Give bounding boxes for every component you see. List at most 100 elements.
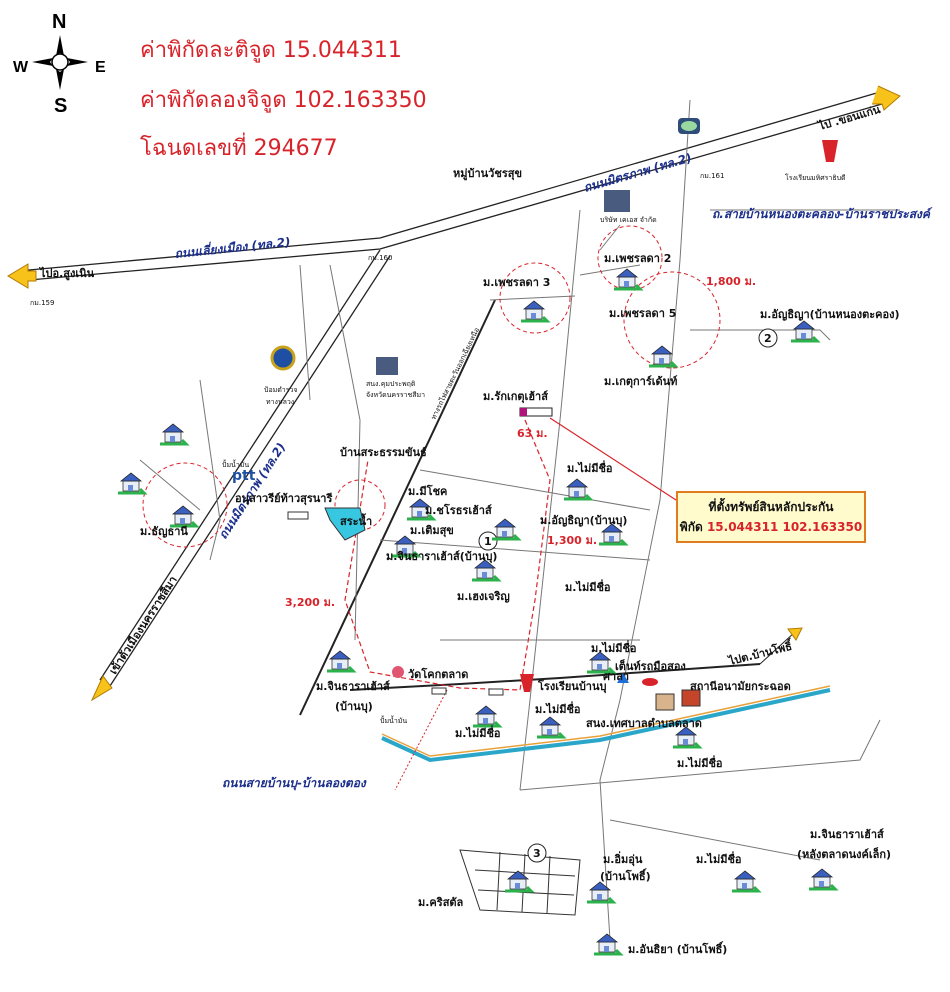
callout-title: ที่ตั้งทรัพย์สินหลักประกัน xyxy=(708,500,834,514)
railway-line xyxy=(299,299,496,716)
svg-text:1: 1 xyxy=(484,535,492,548)
school-banbu-icon xyxy=(520,674,534,692)
distance-1300: 1,300 ม. xyxy=(547,534,597,547)
label-mainame-1: ม.ไม่มีชื่อ xyxy=(567,460,613,475)
label-to-city: เข้าตัวเมืองนครราชสีมา xyxy=(107,574,180,677)
label-petchlada5: ม.เพชรลดา 5 xyxy=(609,307,676,320)
callout-coords: 15.044311 102.163350 xyxy=(706,520,863,534)
compass-n: N xyxy=(52,11,66,33)
banbu-main-road xyxy=(349,663,761,691)
bridge-icon xyxy=(287,511,309,520)
label-imun: ม.อิ่มอุ่น xyxy=(603,851,643,867)
callout-coords-row: พิกัด 15.044311 102.163350 xyxy=(678,517,864,537)
sala-icon xyxy=(617,673,629,683)
label-jinthara-banbu: ม.จินธาราเฮ้าส์(บ้านบุ) xyxy=(386,550,497,564)
label-imun-2: (บ้านโพธิ์) xyxy=(600,868,651,883)
label-mainame-3: ม.ไม่มีชื่อ xyxy=(591,640,637,655)
label-mainame-6: ม.ไม่มีชื่อ xyxy=(677,755,723,770)
label-thanyathani: ม.ธัญธานี xyxy=(140,525,188,538)
banbu-road-leader xyxy=(394,689,448,791)
tessaban-building-icon xyxy=(655,693,675,711)
km-post-161: กม.161 xyxy=(700,172,724,180)
label-school-top: โรงเรียนมหิศราธิบดี xyxy=(785,173,846,182)
highway-mittraphap-diagonal xyxy=(90,249,391,702)
road-to-banphoe xyxy=(759,631,796,665)
label-school-banbu: โรงเรียนบ้านบุ xyxy=(537,679,606,694)
distance-1800: 1,800 ม. xyxy=(706,275,756,288)
arrow-to-khonkaen-icon xyxy=(872,85,901,111)
compass-e: E xyxy=(95,59,106,76)
label-police-2: ทางหลวง xyxy=(266,398,294,406)
bridge-2-icon xyxy=(431,687,447,695)
marker-3[interactable]: 3 xyxy=(527,843,547,863)
railway-label: ทางรถไฟสายตะวันออกเฉียงเหนือ xyxy=(429,326,481,421)
compass-s: S xyxy=(54,95,67,117)
property-callout: ที่ตั้งทรัพย์สินหลักประกัน พิกัด 15.0443… xyxy=(676,491,866,543)
label-kes: บริษัท เคเอส จำกัด xyxy=(600,216,657,224)
car-icon xyxy=(642,678,658,686)
label-mainame-5: ม.ไม่มีชื่อ xyxy=(455,725,501,740)
compass-w: W xyxy=(13,59,29,76)
label-termsuk: ม.เติมสุข xyxy=(410,524,454,538)
label-hengcharoen: ม.เฮงเจริญ xyxy=(457,590,510,603)
label-jinthara-2b: (บ้านบุ) xyxy=(335,700,373,714)
property-marker[interactable] xyxy=(520,408,527,416)
label-health: สถานีอนามัยกระฉอด xyxy=(690,680,791,693)
arrow-to-city-icon xyxy=(90,675,113,702)
bridge-3-icon xyxy=(488,688,504,696)
label-sranam: สระน้ำ xyxy=(340,513,372,528)
callout-prefix: พิกัด xyxy=(679,520,703,534)
arrow-to-banphoe-icon xyxy=(787,627,803,641)
label-petchlada2: ม.เพชรลดา 2 xyxy=(604,252,671,265)
longitude-label: ค่าพิกัดลองจิจูด 102.163350 xyxy=(140,88,427,113)
label-jinthara-3b: (หลังตลาดนงค์เล็ก) xyxy=(797,847,891,861)
health-station-icon xyxy=(681,689,701,707)
ptt-logo: ptt xyxy=(232,468,256,484)
temple-icon xyxy=(392,666,404,678)
road-label-mittraphap-top: ถนนมิตรภาพ (ทล.2) xyxy=(582,151,693,195)
canal-bank xyxy=(381,685,831,757)
marker-2[interactable]: 2 xyxy=(758,328,778,348)
deed-number-label: โฉนดเลขที่ 294677 xyxy=(140,132,338,161)
label-mainame-7: ม.ไม่มีชื่อ xyxy=(696,851,742,866)
arrow-to-sungnoen-icon xyxy=(7,263,37,289)
radius-circles xyxy=(142,225,721,548)
label-rakket: ม.รักเกตุเฮ้าส์ xyxy=(483,390,548,404)
latitude-label: ค่าพิกัดละติจูด 15.044311 xyxy=(140,38,402,63)
label-tessaban: สนง.เทศบาลตำบลตลาด xyxy=(586,717,702,730)
highway-mittraphap-top xyxy=(7,85,901,289)
label-mechok: ม.มีโชค xyxy=(408,484,447,498)
label-jinthara-2: ม.จินธาราเฮ้าส์ xyxy=(316,680,390,693)
label-chairot: ม.ชโรธรเฮ้าส์ xyxy=(425,503,492,517)
label-anusawari: อนุสาวรีย์ท้าวสุรนารี xyxy=(235,492,332,506)
label-to-khonkaen: ไป .ขอนแก่น xyxy=(815,102,882,134)
label-natres: สนง.คุมประพฤติ xyxy=(366,380,416,388)
label-anchitha-banbu: ม.อัญธิญา(บ้านบุ) xyxy=(540,514,627,528)
callout-leader xyxy=(549,417,677,501)
km-post-159: กม.159 xyxy=(30,299,54,307)
label-watcharasuk: หมู่บ้านวัชรสุข xyxy=(453,167,522,181)
label-to-sungnoen: ไปอ.สูงเนิน xyxy=(38,266,95,281)
label-gas-2: ปั้มน้ำมัน xyxy=(380,714,407,725)
label-police: ป้อมตำรวจ xyxy=(264,386,298,394)
distance-3200: 3,200 ม. xyxy=(285,596,335,609)
company-building-icon xyxy=(604,190,630,212)
marker-1[interactable]: 1 xyxy=(478,531,498,551)
canal-water xyxy=(381,688,831,763)
road-label-bypass: ถนนเลี่ยงเมือง (ทล.2) xyxy=(174,233,291,261)
road-label-mittraphap-diagonal: ถนนมิตรภาพ (ทล.2) xyxy=(216,440,289,541)
label-sasatham: บ้านสระธรรมขันธ์ xyxy=(340,446,427,459)
school-flag-icon xyxy=(822,140,838,162)
label-mainame-2: ม.ไม่มีชื่อ xyxy=(565,579,611,594)
road-label-banbu: ถนนสายบ้านบุ-บ้านลองตอง xyxy=(222,776,367,791)
label-anthiya: ม.อันธิยา (บ้านโพธิ์) xyxy=(628,941,727,956)
label-anchitha-nongtakong: ม.อัญธิญา(บ้านหนองตะคอง) xyxy=(760,308,900,321)
km-post-160: กม.160 xyxy=(368,254,392,262)
svg-text:2: 2 xyxy=(764,332,772,345)
label-kristal: ม.คริสตัล xyxy=(418,896,464,909)
label-mainame-4: ม.ไม่มีชื่อ xyxy=(535,701,581,716)
pond-icon xyxy=(324,507,366,541)
police-badge-icon xyxy=(270,345,296,371)
label-ketgarden: ม.เกตุการ์เด้นท์ xyxy=(604,375,677,389)
